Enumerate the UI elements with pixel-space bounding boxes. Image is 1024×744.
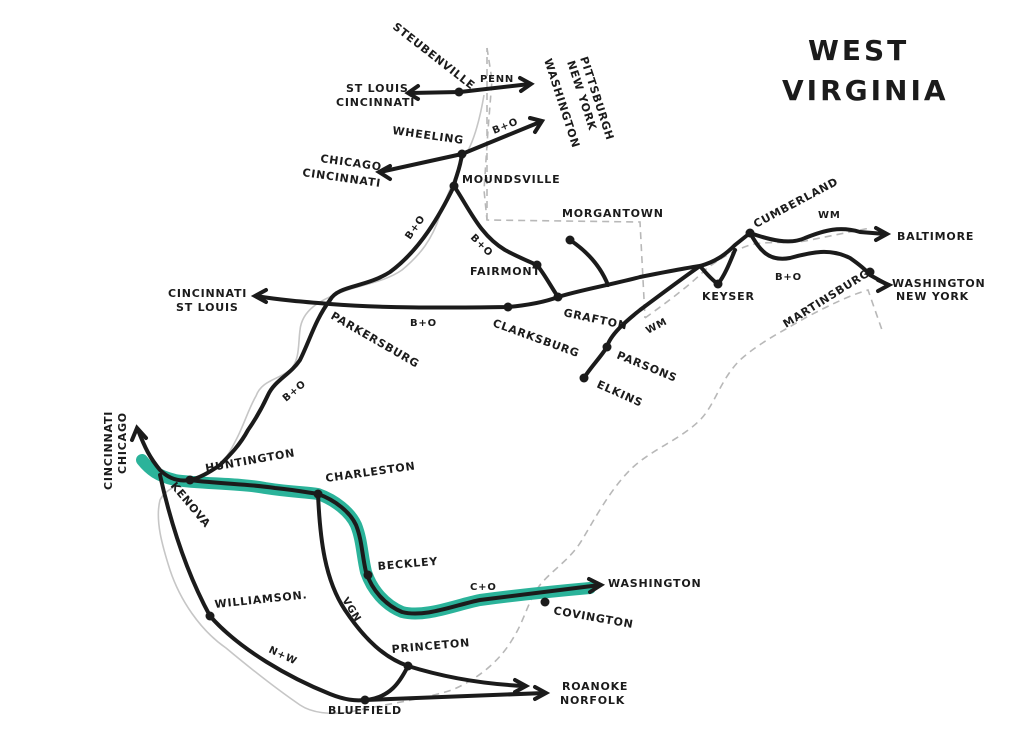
label-dest-cinci-top: CINCINNATI — [336, 96, 415, 109]
rail-wheeling-ne — [460, 120, 542, 156]
city-dots — [185, 87, 875, 705]
label-beckley: BECKLEY — [377, 555, 439, 573]
dot-parsons — [602, 342, 612, 352]
dot-morgantown — [565, 235, 575, 245]
label-charleston: CHARLESTON — [325, 459, 417, 485]
label-rr-bo-martinsburg: B+O — [775, 272, 802, 283]
rail-morgantown — [568, 238, 610, 287]
label-fairmont: FAIRMONT — [470, 265, 541, 278]
rail-parkersburg-huntington — [188, 298, 332, 482]
rail-keyser-link — [698, 248, 737, 286]
label-dest-washington-2: WASHINGTON — [892, 277, 985, 290]
dot-elkins — [579, 373, 589, 383]
arrowheads — [130, 76, 894, 701]
label-dest-newyork-2: NEW YORK — [896, 290, 969, 303]
dot-keyser — [713, 279, 723, 289]
label-huntington: HUNTINGTON — [204, 446, 296, 475]
dot-bluefield — [360, 695, 370, 705]
dot-charleston — [313, 489, 323, 499]
label-moundsville: MOUNDSVILLE — [462, 173, 560, 186]
label-cumberland: CUMBERLAND — [751, 175, 840, 231]
label-dest-stlouis-2: ST LOUIS — [176, 301, 239, 314]
map-title-line2: VIRGINIA — [782, 74, 949, 107]
map-title-line1: WEST — [808, 34, 909, 67]
dot-wheeling — [457, 149, 467, 159]
dot-steubenville — [454, 87, 464, 97]
label-elkins: ELKINS — [595, 378, 645, 410]
label-keyser: KEYSER — [702, 290, 755, 303]
dot-martinsburg — [865, 267, 875, 277]
rail-co-main — [188, 478, 602, 616]
label-morgantown: MORGANTOWN — [562, 207, 664, 220]
rail-wheeling-moundsville — [452, 152, 464, 188]
dot-huntington — [185, 475, 195, 485]
label-dest-stlouis: ST LOUIS — [346, 82, 409, 95]
state-border — [157, 47, 883, 715]
dot-princeton — [403, 661, 413, 671]
dot-fairmont — [532, 260, 542, 270]
rail-vgn — [316, 492, 527, 688]
dot-moundsville — [449, 181, 459, 191]
label-rr-bo-main: B+O — [410, 318, 437, 329]
label-wheeling: WHEELING — [392, 124, 465, 147]
label-dest-cinci-4: CINCINNATI — [102, 411, 115, 490]
label-dest-cinci-3: CINCINNATI — [168, 287, 247, 300]
label-clarksburg: CLARKSBURG — [491, 317, 581, 360]
rail-wm-baltimore — [748, 227, 887, 244]
rail-wm-elkins — [582, 264, 702, 380]
rail-moundsville-grafton — [452, 184, 560, 299]
label-rr-wm-elkins: WM — [644, 316, 669, 336]
rail-wheeling-west — [378, 152, 464, 174]
label-parkersburg: PARKERSBURG — [329, 309, 422, 370]
dot-grafton — [553, 292, 563, 302]
label-bluefield: BLUEFIELD — [328, 704, 402, 717]
label-rr-wm-baltimore: WM — [818, 210, 841, 221]
label-dest-baltimore: BALTIMORE — [897, 230, 974, 243]
label-dest-roanoke: ROANOKE — [562, 680, 628, 693]
rail-lines — [136, 82, 890, 703]
dot-beckley — [363, 570, 373, 580]
dot-clarksburg — [503, 302, 513, 312]
label-rr-co: C+O — [470, 582, 497, 593]
rail-bluefield-roanoke — [363, 691, 547, 702]
dot-covington — [540, 597, 550, 607]
label-dest-chicago-2: CHICAGO — [116, 412, 129, 474]
rail-moundsville-parkersburg — [328, 184, 456, 302]
rail-kenova-cinci — [136, 428, 192, 483]
label-grafton: GRAFTON — [562, 306, 628, 332]
label-rr-penn: PENN — [480, 74, 514, 85]
label-dest-norfolk: NORFOLK — [560, 694, 625, 707]
label-parsons: PARSONS — [615, 349, 679, 385]
dot-cumberland — [745, 228, 755, 238]
label-rr-bo-parkersburg: B+O — [281, 379, 309, 405]
label-dest-washington-3: WASHINGTON — [608, 577, 701, 590]
label-princeton: PRINCETON — [391, 636, 471, 656]
rail-bo-martinsburg — [748, 231, 890, 287]
dot-williamson — [205, 611, 215, 621]
label-covington: COVINGTON — [552, 604, 634, 631]
label-williamson: WILLIAMSON. — [214, 588, 308, 611]
